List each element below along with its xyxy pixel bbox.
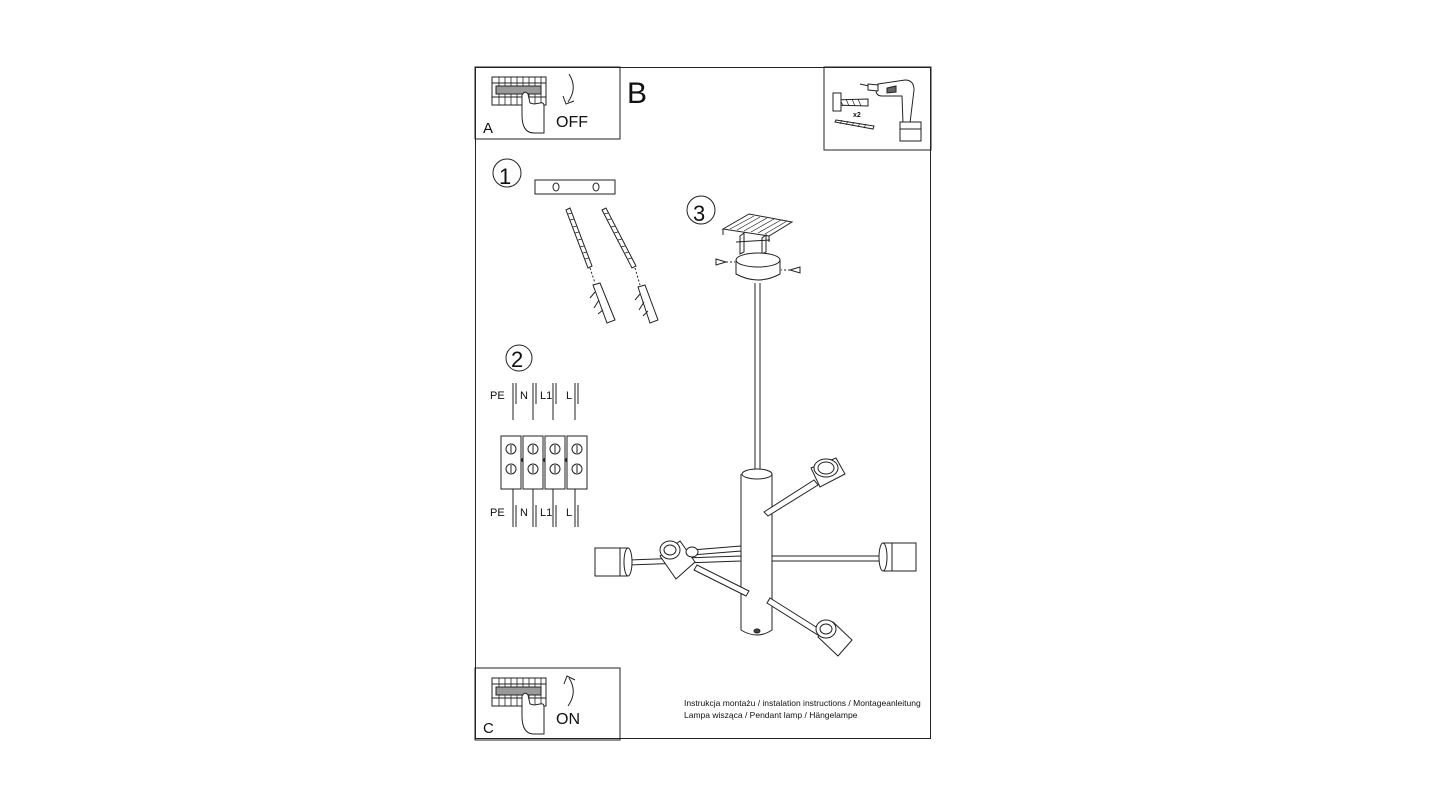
breaker-panel-icon — [491, 677, 547, 707]
quantity-label: x2 — [853, 112, 861, 119]
step-b-letter: B — [627, 77, 647, 110]
wall-plug-right — [601, 207, 659, 324]
wire-label-l1-top: L1 — [540, 390, 552, 402]
shade-left — [594, 547, 633, 577]
breaker-panel-icon — [491, 76, 547, 106]
panel-c-letter: C — [483, 720, 494, 737]
central-body — [740, 468, 773, 636]
wire-label-pe-bottom: PE — [490, 507, 505, 519]
wire-label-l1-bottom: L1 — [540, 507, 552, 519]
shade-right — [878, 542, 917, 572]
tools-panel: x2 — [823, 66, 932, 151]
pendant-rod — [754, 283, 761, 470]
panel-c — [474, 667, 621, 741]
screw-icon — [834, 119, 875, 130]
wire-label-l-top: L — [566, 390, 572, 402]
wire-label-l-bottom: L — [566, 507, 572, 519]
hand-icon — [521, 91, 545, 134]
on-label: ON — [556, 711, 580, 728]
mounting-bracket — [721, 213, 794, 255]
wall-plug-left — [565, 207, 616, 324]
shade-front-left — [659, 540, 696, 580]
drill-icon — [859, 79, 922, 142]
shade-back-left — [685, 546, 699, 558]
shade-bottom-right — [815, 619, 853, 657]
canopy — [735, 252, 781, 281]
caption-line-1: Instrukcja montażu / instalation instruc… — [684, 698, 921, 708]
arrow-up-icon — [563, 675, 576, 707]
wire-label-n-bottom: N — [520, 507, 528, 519]
step-1 — [492, 158, 659, 324]
panel-a-letter: A — [483, 120, 493, 137]
wires-top — [512, 383, 579, 420]
terminal-block — [500, 435, 588, 490]
screw-anchor-icon — [832, 92, 869, 112]
hand-icon — [521, 692, 545, 735]
canopy-screws — [715, 258, 801, 274]
arrow-down-icon — [562, 73, 575, 105]
panel-a — [474, 66, 621, 140]
wire-label-pe-top: PE — [490, 390, 505, 402]
shade-top-right — [810, 457, 846, 488]
step-3-number: 3 — [693, 201, 705, 226]
caption-line-2: Lampa wisząca / Pendant lamp / Hängelamp… — [684, 710, 858, 720]
lamp-shades — [594, 457, 917, 657]
step-3 — [594, 195, 917, 657]
step-2 — [500, 344, 588, 527]
instruction-sheet — [475, 67, 931, 739]
step-1-number: 1 — [499, 164, 511, 189]
step-2-number: 2 — [511, 347, 523, 372]
wires-bottom — [512, 489, 579, 527]
wire-label-n-top: N — [520, 390, 528, 402]
off-label: OFF — [556, 114, 588, 131]
